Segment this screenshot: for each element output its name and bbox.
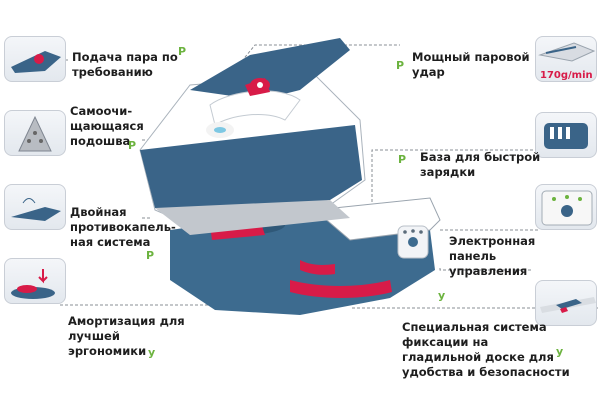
cushion-icon [11, 269, 55, 299]
iron-illustration: Tefal [139, 38, 441, 315]
cushion-label: Амортизация для лучшей эргономики [68, 314, 185, 358]
steam-on-demand-thumb [4, 36, 66, 82]
fixation-label: Специальная система фиксации на гладильн… [402, 320, 570, 379]
self-clean-thumb [4, 110, 66, 156]
self-clean-label: Самоочи- щающаяся подошва [70, 104, 144, 148]
panel-icon [541, 190, 593, 226]
fixation-thumb [535, 280, 597, 326]
base-icon [544, 123, 588, 149]
electronic-panel-thumb [535, 184, 597, 230]
connector-steam-burst [209, 44, 400, 101]
fast-base-thumb [535, 112, 597, 158]
electronic-panel-label: Электронная панель управления [449, 234, 536, 278]
drip-icon [11, 198, 61, 221]
brand-text: Tefal [161, 123, 186, 137]
sole-icon [18, 115, 52, 152]
iron-icon [11, 51, 61, 73]
self-clean-mark: P [128, 139, 137, 152]
steam-on-demand-label: Подача пара по требованию [72, 50, 178, 79]
steam-burst-thumb [535, 36, 597, 82]
anti-drip-label: Двойная противокапель- ная система [70, 205, 176, 249]
fast-base-mark: P [398, 153, 407, 166]
board-icon [540, 297, 596, 313]
steam-burst-label: Мощный паровой удар [412, 50, 530, 79]
fixation-mark: у [556, 345, 564, 358]
steam-icon [538, 42, 596, 62]
electronic-panel-mark: у [438, 289, 446, 302]
steam-rate-badge: 170g/min [540, 70, 593, 81]
steam-burst-mark: P [396, 59, 405, 72]
fast-base-label: База для быстрой зарядки [420, 150, 541, 179]
cushion-thumb [4, 258, 66, 304]
anti-drip-mark: P [146, 249, 155, 262]
steam-on-demand-mark: P [178, 45, 187, 58]
cushion-mark: у [148, 346, 156, 359]
anti-drip-thumb [4, 184, 66, 230]
connector-panel-2 [439, 268, 532, 271]
